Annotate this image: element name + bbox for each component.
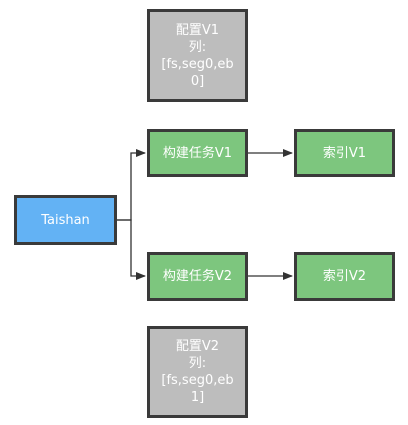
index-v2-node: 索引V2 [294,252,395,301]
index-v1-label: 索引V1 [322,145,367,161]
edge-taishan-to-build-v1 [117,149,146,221]
config-v1-node: 配置V1 列: [fs,seg0,eb 0] [147,9,248,102]
build-task-v2-label: 构建任务V2 [162,269,233,284]
build-task-v1-node: 构建任务V1 [147,129,248,177]
taishan-label: Taishan [41,212,90,228]
config-v2-node: 配置V2 列: [fs,seg0,eb 1] [147,326,248,418]
config-v1-label: 配置V1 列: [fs,seg0,eb 0] [161,22,234,89]
build-task-v2-node: 构建任务V2 [147,252,248,301]
index-v2-label: 索引V2 [322,269,367,284]
build-task-v1-label: 构建任务V1 [162,145,233,161]
taishan-node: Taishan [14,195,117,245]
index-v1-node: 索引V1 [294,129,395,177]
config-v2-label: 配置V2 列: [fs,seg0,eb 1] [161,339,234,405]
edge-taishan-to-build-v2 [117,219,146,280]
